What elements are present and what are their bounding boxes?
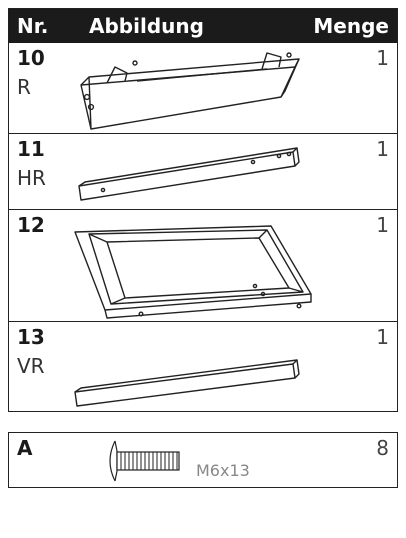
- part-row-11: 11 HR 1: [9, 133, 397, 210]
- part-number: 10: [17, 46, 45, 70]
- part-number: 12: [17, 213, 45, 237]
- part-row-13: 13 VR 1: [9, 321, 397, 414]
- header-menge: Menge: [313, 14, 389, 38]
- part-number: 13: [17, 325, 45, 349]
- hardware-table: A 8 M6x13: [8, 432, 398, 488]
- part-number: 11: [17, 137, 45, 161]
- part-quantity: 1: [376, 137, 389, 161]
- back-rail-drawing-icon: [78, 147, 300, 201]
- parts-table: Nr. Abbildung Menge 10 R 1: [8, 8, 398, 412]
- part-code: HR: [17, 166, 46, 190]
- header-nr: Nr.: [17, 14, 49, 38]
- bolt-drawing-icon: [109, 440, 180, 482]
- side-rail-drawing-icon: [80, 52, 300, 130]
- part-quantity: 1: [376, 325, 389, 349]
- hardware-size: M6x13: [196, 461, 250, 480]
- part-quantity: 1: [376, 213, 389, 237]
- front-rail-drawing-icon: [74, 359, 300, 407]
- part-row-12: 12 1: [9, 209, 397, 322]
- tray-frame-drawing-icon: [74, 225, 312, 319]
- header-abbildung: Abbildung: [89, 14, 204, 38]
- hardware-letter: A: [17, 436, 33, 460]
- table-header: Nr. Abbildung Menge: [9, 9, 397, 43]
- part-row-10: 10 R 1: [9, 43, 397, 133]
- part-code: R: [17, 75, 31, 99]
- hardware-quantity: 8: [376, 436, 389, 460]
- part-quantity: 1: [376, 46, 389, 70]
- part-code: VR: [17, 354, 45, 378]
